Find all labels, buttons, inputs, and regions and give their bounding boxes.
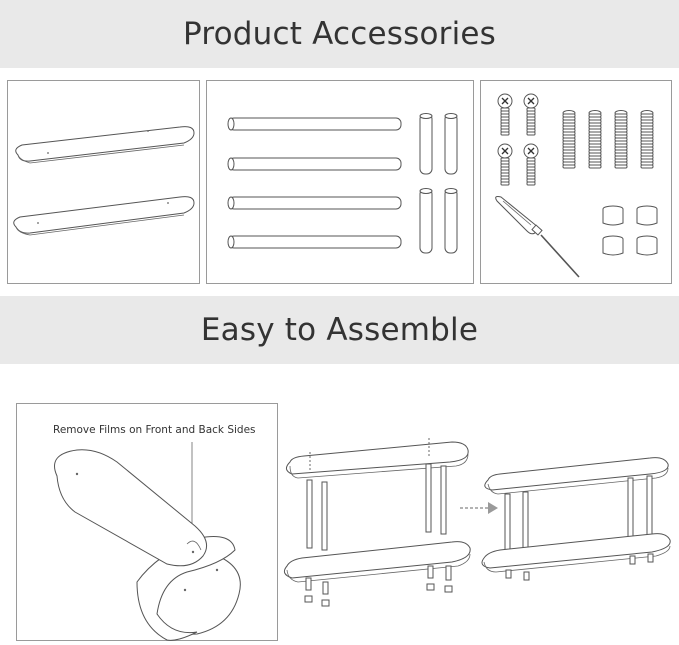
accessories-banner: Product Accessories <box>0 0 679 68</box>
foot-pad <box>636 235 658 256</box>
screw-icon <box>523 143 539 186</box>
screw-icon <box>497 93 513 136</box>
foot-pad <box>602 235 624 256</box>
foot-pads-group <box>602 205 658 256</box>
shelf-board-top <box>15 126 195 164</box>
foot-pad <box>602 205 624 226</box>
exploded-table-view <box>283 438 471 607</box>
screw-icon <box>497 143 513 186</box>
assembled-table-view <box>481 457 671 581</box>
short-pole-1 <box>419 113 433 175</box>
short-pole-3 <box>419 188 433 254</box>
foot-pad <box>636 205 658 226</box>
accessories-title: Product Accessories <box>182 16 497 52</box>
bolt-stack-icon <box>562 110 576 169</box>
short-pole-4 <box>444 188 458 254</box>
hardware-illustration <box>495 93 658 278</box>
assemble-title: Easy to Assemble <box>200 312 479 348</box>
screws-group <box>497 93 539 186</box>
long-pole-1 <box>227 117 402 131</box>
exploded-pole <box>306 479 313 549</box>
exploded-pole <box>425 463 432 533</box>
screwdriver-icon <box>495 196 580 278</box>
bolts-group <box>562 110 654 169</box>
bolt-stack-icon <box>588 110 602 169</box>
screw-icon <box>523 93 539 136</box>
poles-panel <box>206 80 474 284</box>
hardware-panel <box>480 80 672 284</box>
shelves-panel <box>7 80 200 284</box>
film-peeling-illustration <box>54 442 241 641</box>
exploded-pole <box>321 481 328 551</box>
dashed-arrow-icon <box>460 502 498 514</box>
assemble-banner: Easy to Assemble <box>0 296 679 364</box>
shelf-board-peeled <box>54 449 208 567</box>
short-pole-2 <box>444 113 458 175</box>
shelf-boards-illustration <box>13 126 195 236</box>
bolt-stack-icon <box>640 110 654 169</box>
long-pole-3 <box>227 196 402 210</box>
long-pole-4 <box>227 235 402 249</box>
shelf-board-bottom <box>13 196 195 236</box>
film-removal-panel: Remove Films on Front and Back Sides <box>16 403 278 641</box>
poles-illustration <box>227 113 458 254</box>
bolt-stack-icon <box>614 110 628 169</box>
film-removal-note: Remove Films on Front and Back Sides <box>53 424 256 436</box>
long-pole-2 <box>227 157 402 171</box>
exploded-pole <box>440 465 447 535</box>
